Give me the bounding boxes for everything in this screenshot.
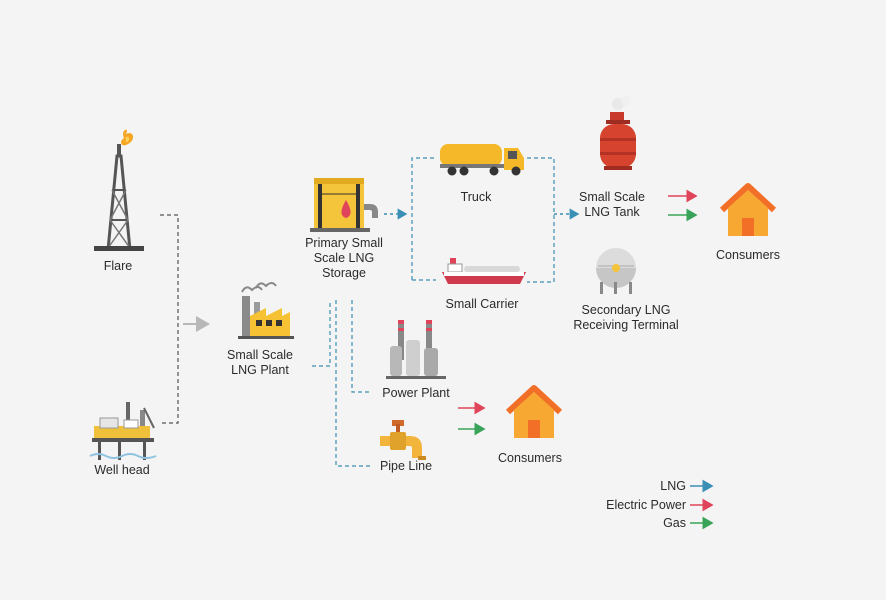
storage-tank-icon: [310, 178, 378, 232]
storage-label: Primary Small Scale LNG Storage: [305, 236, 383, 280]
terminal-label: Secondary LNG Receiving Terminal: [573, 303, 679, 332]
plant-storage-connector: [312, 300, 331, 367]
consumers-bottom-label: Consumers: [498, 451, 562, 465]
legend-power-label: Electric Power: [606, 498, 686, 512]
well-head-label: Well head: [94, 463, 150, 477]
spherical-tank-icon: [596, 248, 636, 294]
consumers-top-label: Consumers: [716, 248, 780, 262]
truck-label: Truck: [460, 190, 492, 204]
legend-gas-label: Gas: [663, 516, 686, 530]
flare-label: Flare: [103, 259, 133, 273]
feed-connector: [160, 214, 179, 424]
lng-tank-label: Small Scale LNG Tank: [579, 190, 645, 219]
pipe-icon: [380, 420, 426, 460]
house-icon: [505, 385, 563, 438]
gas-cylinder-icon: [600, 96, 636, 170]
power-plant-icon: [386, 320, 446, 379]
well-head-icon: [89, 402, 157, 460]
house-icon: [719, 183, 777, 236]
plant-label: Small Scale LNG Plant: [227, 348, 293, 377]
power-plant-label: Power Plant: [382, 386, 450, 400]
flare-icon: [94, 129, 144, 251]
storage-distribution-connector: [335, 300, 372, 467]
factory-icon: [238, 282, 294, 339]
pipe-line-label: Pipe Line: [379, 459, 433, 473]
carrier-label: Small Carrier: [445, 297, 519, 311]
legend-lng-label: LNG: [660, 479, 686, 493]
transport-branch-connector: [411, 157, 555, 283]
truck-icon: [440, 144, 524, 176]
ship-icon: [442, 258, 526, 284]
